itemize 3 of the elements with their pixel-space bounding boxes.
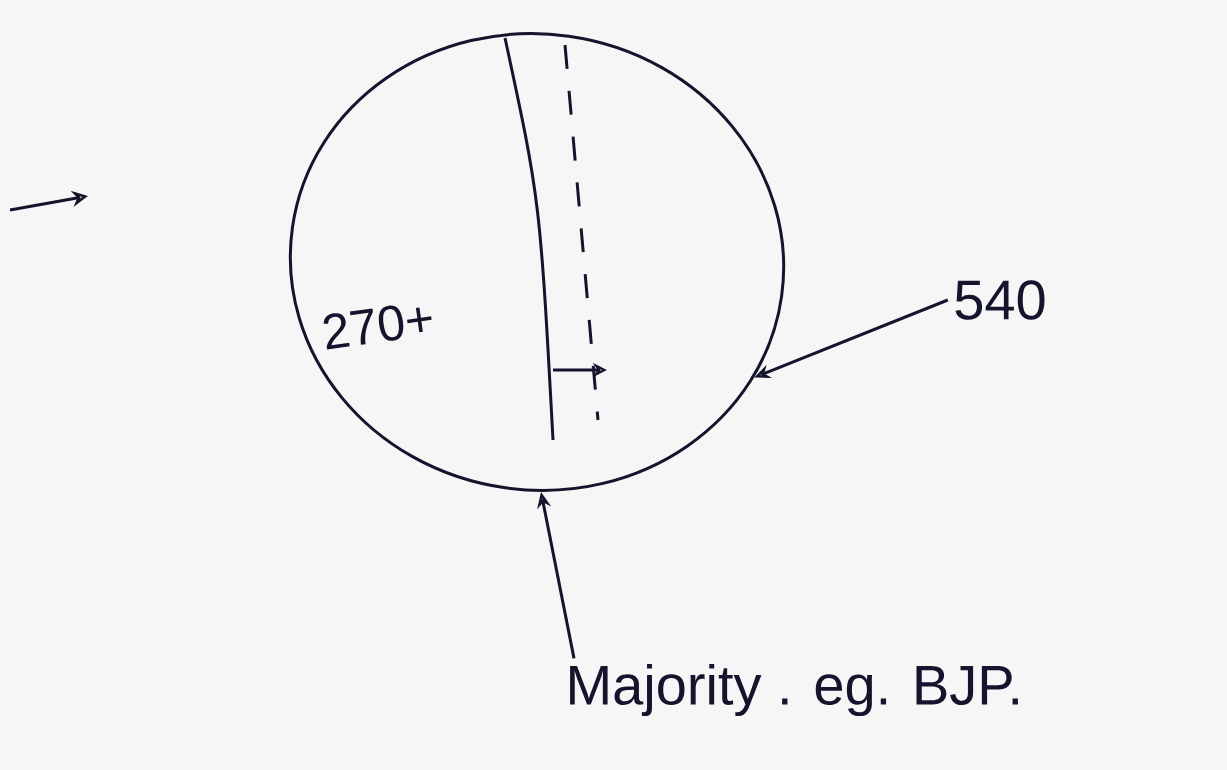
handwritten-label: Majority . eg. BJP.	[570, 663, 1018, 717]
handwritten-label: 540	[955, 280, 1045, 320]
oval: 270+	[288, 32, 786, 492]
